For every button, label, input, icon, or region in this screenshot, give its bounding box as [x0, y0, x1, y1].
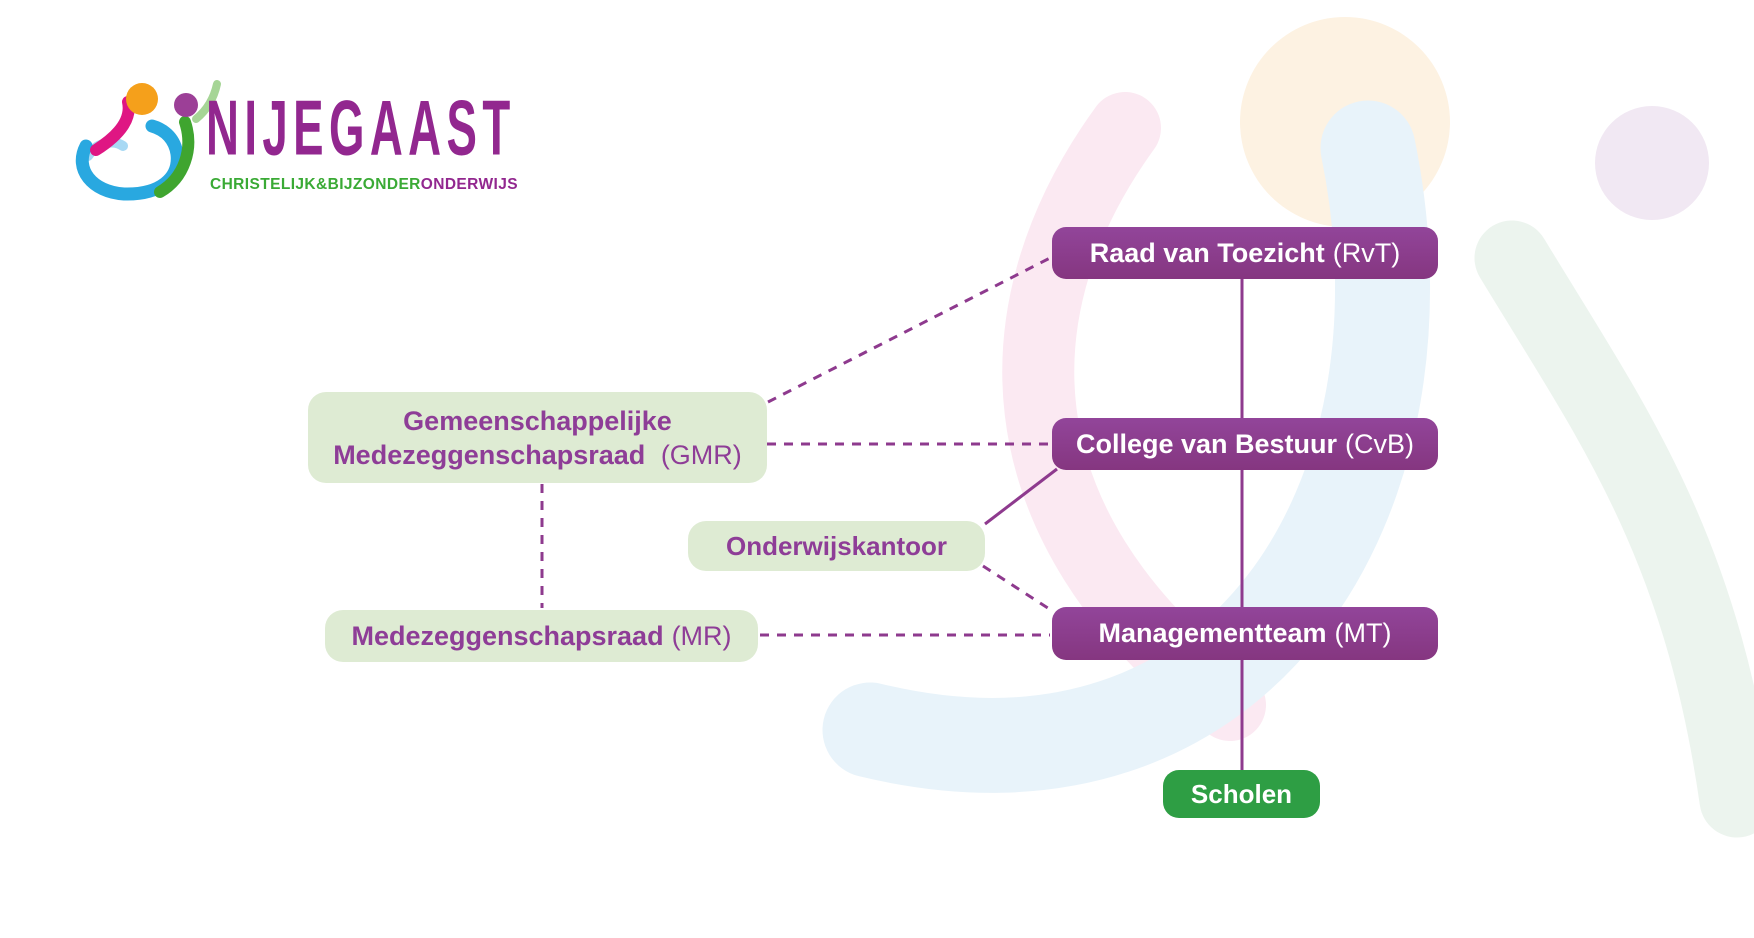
edge-gmr-rvt [767, 256, 1051, 404]
node-label: Onderwijskantoor [725, 530, 948, 561]
node-label: Medezeggenschapsraad [351, 620, 664, 651]
decorative-lilac-circle [1595, 106, 1709, 220]
nijegaast-logo: NIJEGAAST CHRISTELIJK&BIJZONDERONDERWIJS [72, 70, 518, 202]
node-label: Raad van Toezicht [1089, 237, 1325, 268]
node-abbr: (MR) [671, 620, 732, 651]
decorative-cream-circle [1240, 17, 1450, 227]
node-onderwijskantoor: Onderwijskantoor [688, 521, 985, 571]
node-abbr: (GMR) [660, 439, 742, 470]
tagline-purple-part: ONDERWIJS [420, 176, 518, 193]
brand-tagline: CHRISTELIJK&BIJZONDERONDERWIJS [210, 176, 518, 194]
edge-onderwijskantoor-cvb [984, 467, 1058, 526]
node-mr: Medezeggenschapsraad (MR) [325, 610, 758, 662]
node-label: Scholen [1190, 778, 1293, 809]
node-college-van-bestuur: College van Bestuur (CvB) [1052, 418, 1438, 470]
node-label-line2: Medezeggenschapsraad (GMR) [333, 438, 742, 472]
node-label: Managementteam [1098, 618, 1327, 648]
logo-orange-head [126, 83, 158, 115]
node-scholen: Scholen [1163, 770, 1320, 818]
node-gmr: Gemeenschappelijke Medezeggenschapsraad … [308, 392, 767, 483]
node-label-line1: Gemeenschappelijke [403, 405, 672, 436]
tagline-green-part: CHRISTELIJK&BIJZONDER [210, 176, 421, 193]
node-label: Medezeggenschapsraad [333, 439, 646, 470]
edge-onderwijskantoor-mt [982, 564, 1055, 614]
node-raad-van-toezicht: Raad van Toezicht (RvT) [1052, 227, 1438, 279]
decorative-green-swoosh [1474, 220, 1754, 838]
logo-lightgreen-stroke [192, 80, 221, 123]
node-label: College van Bestuur [1075, 428, 1338, 459]
node-abbr: (CvB) [1345, 428, 1415, 459]
logo-purple-head [174, 93, 198, 117]
brand-name: NIJEGAAST [206, 85, 516, 172]
logo-green-stroke [154, 116, 195, 198]
node-abbr: (RvT) [1332, 237, 1401, 268]
node-managementteam: Managementteam (MT) [1052, 607, 1438, 660]
nijegaast-logo-icon [75, 80, 221, 201]
node-abbr: (MT) [1334, 618, 1392, 648]
